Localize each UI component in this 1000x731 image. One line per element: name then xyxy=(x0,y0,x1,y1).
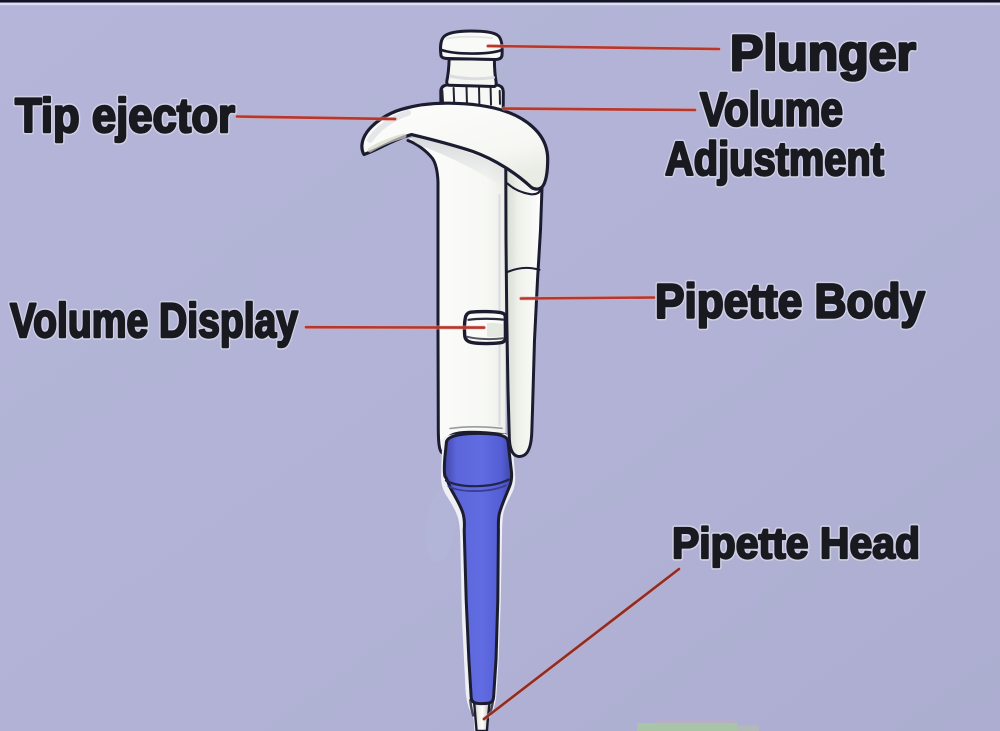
svg-text:Volume Display: Volume Display xyxy=(10,295,298,348)
svg-text:Plunger: Plunger xyxy=(730,25,916,81)
svg-text:Pipette Body: Pipette Body xyxy=(655,276,925,329)
svg-text:Tip ejector: Tip ejector xyxy=(15,90,235,143)
svg-text:Volume: Volume xyxy=(700,83,843,136)
svg-text:Pipette Head: Pipette Head xyxy=(672,519,920,568)
svg-text:Adjustment: Adjustment xyxy=(665,132,884,185)
svg-text:Volume Display: Volume Display xyxy=(10,295,298,348)
svg-text:Tip ejector: Tip ejector xyxy=(15,90,235,143)
svg-text:Volume: Volume xyxy=(700,83,843,136)
svg-text:Plunger: Plunger xyxy=(730,25,916,81)
svg-text:Adjustment: Adjustment xyxy=(665,132,884,185)
svg-text:Pipette Body: Pipette Body xyxy=(655,276,925,329)
svg-text:Pipette Head: Pipette Head xyxy=(672,519,920,568)
